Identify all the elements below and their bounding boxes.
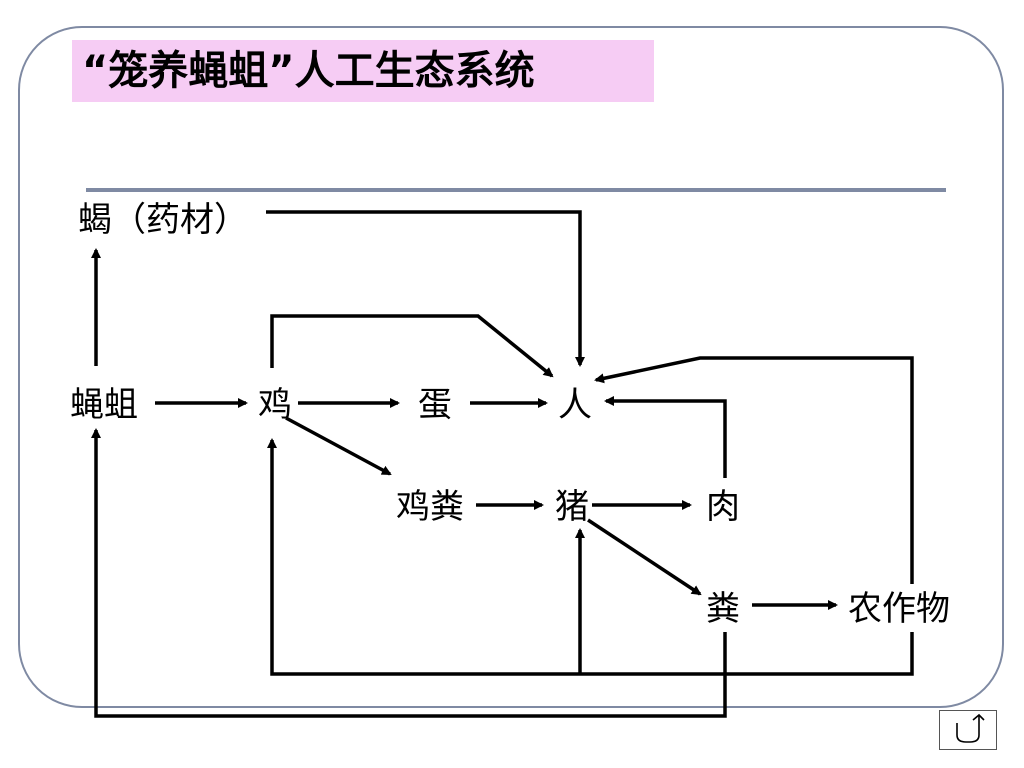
return-arrow-icon <box>956 713 985 743</box>
node-yingqu: 蝇蛆 <box>70 385 138 425</box>
page-title: “笼养蝇蛆”人工生态系统 <box>82 48 535 94</box>
title-divider <box>86 188 946 192</box>
title-highlight <box>72 40 654 102</box>
node-ren: 人 <box>558 385 592 425</box>
return-button[interactable] <box>939 710 997 750</box>
edge-zhu-fen <box>587 518 702 596</box>
edge-zuowu-ji <box>267 438 914 676</box>
node-dan: 蛋 <box>418 385 452 425</box>
edge-rou-ren <box>604 396 727 478</box>
node-zuowu: 农作物 <box>848 589 950 629</box>
node-xie: 蝎（药材） <box>78 200 248 240</box>
node-rou: 肉 <box>706 487 740 527</box>
edge-zuowu-ren <box>594 356 914 584</box>
edge-ji-ren <box>270 314 554 378</box>
node-jifen: 鸡粪 <box>396 487 464 527</box>
edge-fen-yingqu <box>91 428 727 718</box>
edge-ji-jifen <box>285 416 392 476</box>
slide-frame <box>18 26 1004 708</box>
node-fen: 粪 <box>706 589 740 629</box>
edge-xie-ren <box>266 210 585 367</box>
node-zhu: 猪 <box>555 487 589 527</box>
